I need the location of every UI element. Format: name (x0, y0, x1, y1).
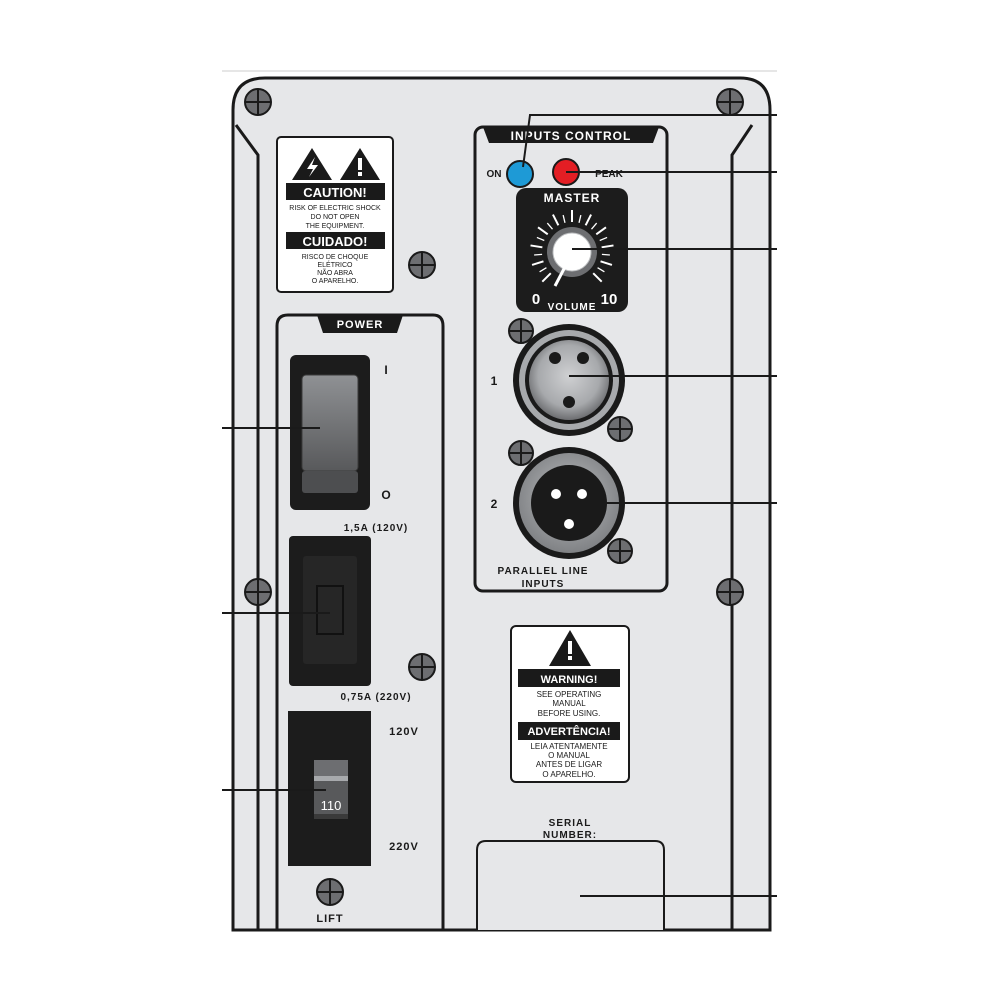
volume-scale-ticks (530, 210, 614, 283)
fuse-rating-220: 0,75A (220V) (340, 692, 411, 703)
screw (244, 578, 272, 606)
master-label: MASTER (544, 191, 601, 205)
caution-text-line: THE EQUIPMENT. (306, 223, 365, 230)
volume-tick (597, 267, 605, 273)
xlr-input-1[interactable] (513, 324, 625, 436)
right-rail (730, 124, 754, 930)
voltage-label-120: 120V (389, 726, 419, 738)
lift-label: LIFT (316, 913, 343, 925)
volume-tick (600, 260, 613, 266)
parallel-line-label: PARALLEL LINE (498, 566, 589, 577)
cuidado-text-line: O APARELHO. (312, 278, 359, 285)
power-section: POWER I O 1,5A (120V) 0,75A (220V) 110 1… (275, 313, 445, 930)
volume-tick (546, 222, 554, 230)
advertencia-text-line: O MANUAL (548, 751, 590, 760)
warning-text-line: MANUAL (552, 699, 586, 708)
warning-heading: WARNING! (541, 674, 598, 686)
volume-tick (578, 214, 582, 223)
screw (408, 653, 436, 681)
volume-tick (534, 253, 543, 256)
volume-tick (531, 260, 544, 266)
left-rail (234, 124, 260, 930)
caution-heading: CAUTION! (303, 185, 367, 200)
master-volume-knob[interactable] (547, 227, 597, 287)
voltage-selector[interactable] (288, 711, 371, 866)
warning-text-line: BEFORE USING. (538, 709, 601, 718)
volume-tick (539, 267, 547, 273)
advertencia-text-line: O APARELHO. (542, 770, 595, 779)
parallel-inputs-label: INPUTS (522, 579, 565, 590)
advertencia-text-line: LEIA ATENTAMENTE (530, 742, 607, 751)
serial-number-label: NUMBER: (543, 830, 597, 841)
fuse-holder[interactable] (289, 536, 371, 686)
input-2-label: 2 (491, 497, 498, 511)
screw (244, 88, 272, 116)
volume-tick (599, 236, 608, 242)
on-led-indicator (506, 160, 534, 188)
advertencia-heading: ADVERTÊNCIA! (527, 725, 610, 738)
volume-min-label: 0 (532, 291, 540, 308)
volume-tick (590, 222, 598, 230)
led-peak-label: PEAK (595, 169, 624, 180)
cuidado-text-line: RISCO DE CHOQUE (302, 254, 369, 261)
switch-on-label: I (384, 363, 387, 377)
screw (408, 251, 436, 279)
volume-tick (584, 214, 592, 226)
caution-text-line: DO NOT OPEN (311, 214, 360, 221)
callout-line-on-led (522, 114, 777, 168)
volume-tick (562, 214, 566, 223)
volume-tick (601, 253, 610, 256)
warning-text-line: SEE OPERATING (537, 690, 602, 699)
caution-text-line: RISK OF ELECTRIC SHOCK (289, 205, 381, 212)
switch-off-label: O (381, 488, 390, 502)
advertencia-text-line: ANTES DE LIGAR (536, 760, 602, 769)
volume-tick (552, 214, 560, 226)
cuidado-heading: CUIDADO! (303, 234, 368, 249)
screw (716, 578, 744, 606)
volume-tick (541, 272, 552, 283)
callout-lines (222, 114, 777, 897)
warning-label: WARNING! SEE OPERATING MANUAL BEFORE USI… (510, 625, 630, 783)
voltage-label-220: 220V (389, 841, 419, 853)
volume-max-label: 10 (601, 291, 618, 308)
caution-label: CAUTION! RISK OF ELECTRIC SHOCK DO NOT O… (276, 136, 394, 293)
power-switch[interactable] (290, 355, 370, 510)
input-1-label: 1 (491, 374, 498, 388)
volume-tick (530, 244, 543, 249)
volume-tick (592, 272, 603, 283)
volume-tick (595, 226, 607, 236)
cuidado-text-line: ELÉTRICO (317, 260, 353, 269)
volume-tick (537, 226, 549, 236)
volume-label: VOLUME (548, 302, 597, 313)
power-title: POWER (337, 319, 384, 331)
fuse-rating-120: 1,5A (120V) (344, 523, 409, 534)
ground-lift-screw[interactable] (316, 878, 344, 906)
screw (607, 416, 633, 442)
volume-tick (601, 244, 614, 249)
cuidado-text-line: NÃO ABRA (317, 268, 353, 277)
serial-number-area (476, 840, 665, 930)
screw (716, 88, 744, 116)
screw (607, 538, 633, 564)
volume-tick (536, 236, 545, 242)
voltage-selector-value: 110 (321, 798, 342, 813)
led-on-label: ON (487, 169, 502, 180)
serial-label: SERIAL (549, 818, 592, 829)
screw (508, 440, 534, 466)
screw (508, 318, 534, 344)
inputs-control-title: INPUTS CONTROL (511, 129, 632, 143)
